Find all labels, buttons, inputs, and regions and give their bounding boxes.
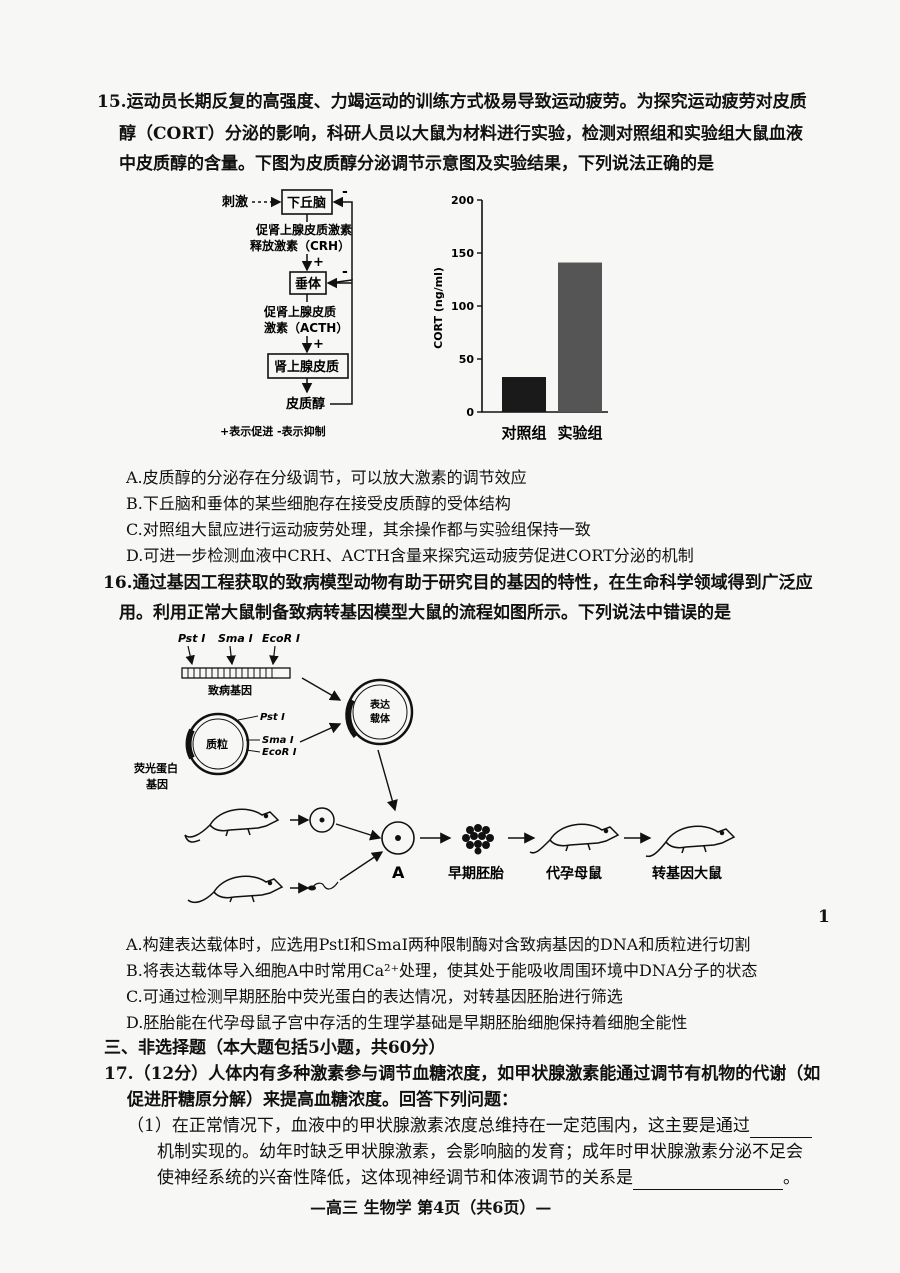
vector-label-2: 载体 bbox=[370, 712, 391, 725]
y-tick-label: 0 bbox=[466, 406, 474, 419]
q15-option-b: B.下丘脑和垂体的某些细胞存在接受皮质醇的受体结构 bbox=[126, 494, 511, 513]
q17-sub1-line-c: 使神经系统的兴奋性降低，这体现神经调节和体液调节的关系是 。 bbox=[157, 1166, 800, 1190]
transgenic-rat-flow-diagram: Pst Ⅰ Sma Ⅰ EcoR Ⅰ 致病基因 质粒 Pst Ⅰ Sma Ⅰ E… bbox=[134, 632, 736, 904]
adrenal-label: 肾上腺皮质 bbox=[274, 359, 339, 375]
acth-label-2: 激素（ACTH） bbox=[264, 320, 348, 335]
minus-sign-1: - bbox=[342, 184, 348, 200]
disease-gene-label: 致病基因 bbox=[208, 683, 252, 697]
q17-sub1-line-b: 机制实现的。幼年时缺乏甲状腺激素，会影响脑的发育；成年时甲状腺激素分泌不足会 bbox=[157, 1142, 803, 1162]
vector-label-1: 表达 bbox=[369, 698, 390, 711]
plasmid-pst-label: Pst Ⅰ bbox=[260, 712, 285, 723]
q15-option-c: C.对照组大鼠应进行运动疲劳处理，其余操作都与实验组保持一致 bbox=[126, 520, 591, 539]
bar-0 bbox=[502, 377, 546, 412]
acth-label-1: 促肾上腺皮质 bbox=[263, 304, 336, 319]
hypothalamus-label: 下丘脑 bbox=[287, 195, 326, 211]
q15-line-1: 15.运动员长期反复的高强度、力竭运动的训练方式极易导致运动疲劳。为探究运动疲劳… bbox=[97, 92, 807, 112]
cell-a-label: A bbox=[392, 863, 405, 882]
plasmid-label: 质粒 bbox=[206, 737, 228, 751]
y-tick-label: 200 bbox=[451, 194, 474, 207]
surrogate-rat-icon bbox=[529, 823, 620, 854]
y-tick-label: 50 bbox=[459, 353, 475, 366]
page-footer: —高三 生物学 第4页（共6页）— bbox=[310, 1198, 552, 1217]
pituitary-box bbox=[289, 271, 327, 295]
section-3-heading: 三、非选择题（本大题包括5小题，共60分） bbox=[104, 1038, 446, 1058]
transgenic-label: 转基因大鼠 bbox=[652, 865, 722, 882]
cortisol-label: 皮质醇 bbox=[285, 396, 325, 412]
q15-option-a: A.皮质醇的分泌存在分级调节，可以放大激素的调节效应 bbox=[126, 468, 527, 487]
answer-blank-1[interactable] bbox=[749, 1119, 812, 1138]
q17-sub1-text-c: 使神经系统的兴奋性降低，这体现神经调节和体液调节的关系是 bbox=[157, 1168, 633, 1188]
gfp-gene-label-1: 荧光蛋白 bbox=[134, 761, 178, 775]
early-embryo-label: 早期胚胎 bbox=[448, 865, 504, 882]
q16-line-2: 用。利用正常大鼠制备致病转基因模型大鼠的流程如图所示。下列说法中错误的是 bbox=[119, 603, 731, 623]
plasmid-ecor-label: EcoR Ⅰ bbox=[262, 747, 297, 758]
q15-option-d: D.可进一步检测血液中CRH、ACTH含量来探究运动疲劳促进CORT分泌的机制 bbox=[126, 546, 694, 565]
pituitary-label: 垂体 bbox=[295, 276, 322, 292]
crh-label-2: 释放激素（CRH） bbox=[250, 238, 350, 253]
margin-mark: 1 bbox=[818, 907, 830, 927]
q17-sub1-end: 。 bbox=[783, 1168, 800, 1188]
cell-a bbox=[381, 821, 415, 855]
early-embryo-cluster bbox=[462, 824, 494, 855]
rat-icon-bottom bbox=[187, 875, 284, 904]
cortisol-regulation-diagram: 刺激 下丘脑 促肾上腺皮质激素 释放激素（CRH） + 垂体 促肾上腺皮质 激素… bbox=[220, 184, 353, 438]
y-tick-label: 150 bbox=[451, 247, 474, 260]
transgenic-rat-icon bbox=[645, 825, 736, 858]
ecor-enzyme-label: EcoR Ⅰ bbox=[262, 632, 300, 645]
answer-blank-2[interactable] bbox=[633, 1171, 783, 1190]
pst-enzyme-label: Pst Ⅰ bbox=[178, 632, 205, 645]
q16-option-b: B.将表达载体导入细胞A中时常用Ca²⁺处理，使其处于能吸收周围环境中DNA分子… bbox=[126, 961, 758, 980]
surrogate-label: 代孕母鼠 bbox=[545, 865, 602, 882]
q16-line-1: 16.通过基因工程获取的致病模型动物有助于研究目的基因的特性，在生命科学领域得到… bbox=[103, 573, 813, 593]
plasmid-sma-label: Sma Ⅰ bbox=[262, 735, 294, 746]
rat-icon-top bbox=[184, 808, 280, 843]
sperm-cell bbox=[311, 881, 339, 890]
category-label: 对照组 bbox=[501, 424, 546, 442]
q17-sub1-line-a: （1）在正常情况下，血液中的甲状腺激素浓度总维持在一定范围内，这主要是通过 bbox=[127, 1114, 812, 1138]
q17-line-1: 17.（12分）人体内有多种激素参与调节血糖浓度，如甲状腺激素能通过调节有机物的… bbox=[104, 1064, 821, 1084]
q17-line-2: 促进肝糖原分解）来提高血糖浓度。回答下列问题： bbox=[127, 1090, 518, 1110]
sma-enzyme-label: Sma Ⅰ bbox=[218, 632, 253, 645]
q17-sub1-text-a: （1）在正常情况下，血液中的甲状腺激素浓度总维持在一定范围内，这主要是通过 bbox=[127, 1116, 750, 1136]
q16-option-a: A.构建表达载体时，应选用PstⅠ和SmaⅠ两种限制酶对含致病基因的DNA和质粒… bbox=[126, 935, 751, 954]
q15-line-3: 中皮质醇的含量。下图为皮质醇分泌调节示意图及实验结果，下列说法正确的是 bbox=[119, 154, 714, 174]
minus-sign-2: - bbox=[342, 264, 348, 280]
plus-sign-1: + bbox=[313, 255, 324, 270]
crh-label-1: 促肾上腺皮质激素 bbox=[255, 222, 352, 237]
q15-line-2: 醇（CORT）分泌的影响，科研人员以大鼠为材料进行实验，检测对照组和实验组大鼠血… bbox=[119, 124, 803, 144]
stimulus-label: 刺激 bbox=[222, 194, 249, 210]
cort-bar-chart: 0 50 100 150 200 对照组实验组 CORT (ng/ml) bbox=[432, 194, 608, 442]
q16-option-d: D.胚胎能在代孕母鼠子宫中存活的生理学基础是早期胚胎细胞保持着细胞全能性 bbox=[126, 1013, 688, 1032]
bar-1 bbox=[558, 262, 602, 412]
adrenal-box bbox=[267, 353, 349, 379]
y-tick-label: 100 bbox=[451, 300, 474, 313]
diagram-legend: +表示促进 -表示抑制 bbox=[220, 424, 326, 438]
egg-cell bbox=[309, 807, 335, 833]
plus-sign-2: + bbox=[313, 337, 324, 352]
chart-y-axis-label: CORT (ng/ml) bbox=[432, 267, 445, 349]
gfp-gene-label-2: 基因 bbox=[145, 777, 168, 791]
category-label: 实验组 bbox=[557, 424, 602, 442]
q16-option-c: C.可通过检测早期胚胎中荧光蛋白的表达情况，对转基因胚胎进行筛选 bbox=[126, 987, 623, 1006]
